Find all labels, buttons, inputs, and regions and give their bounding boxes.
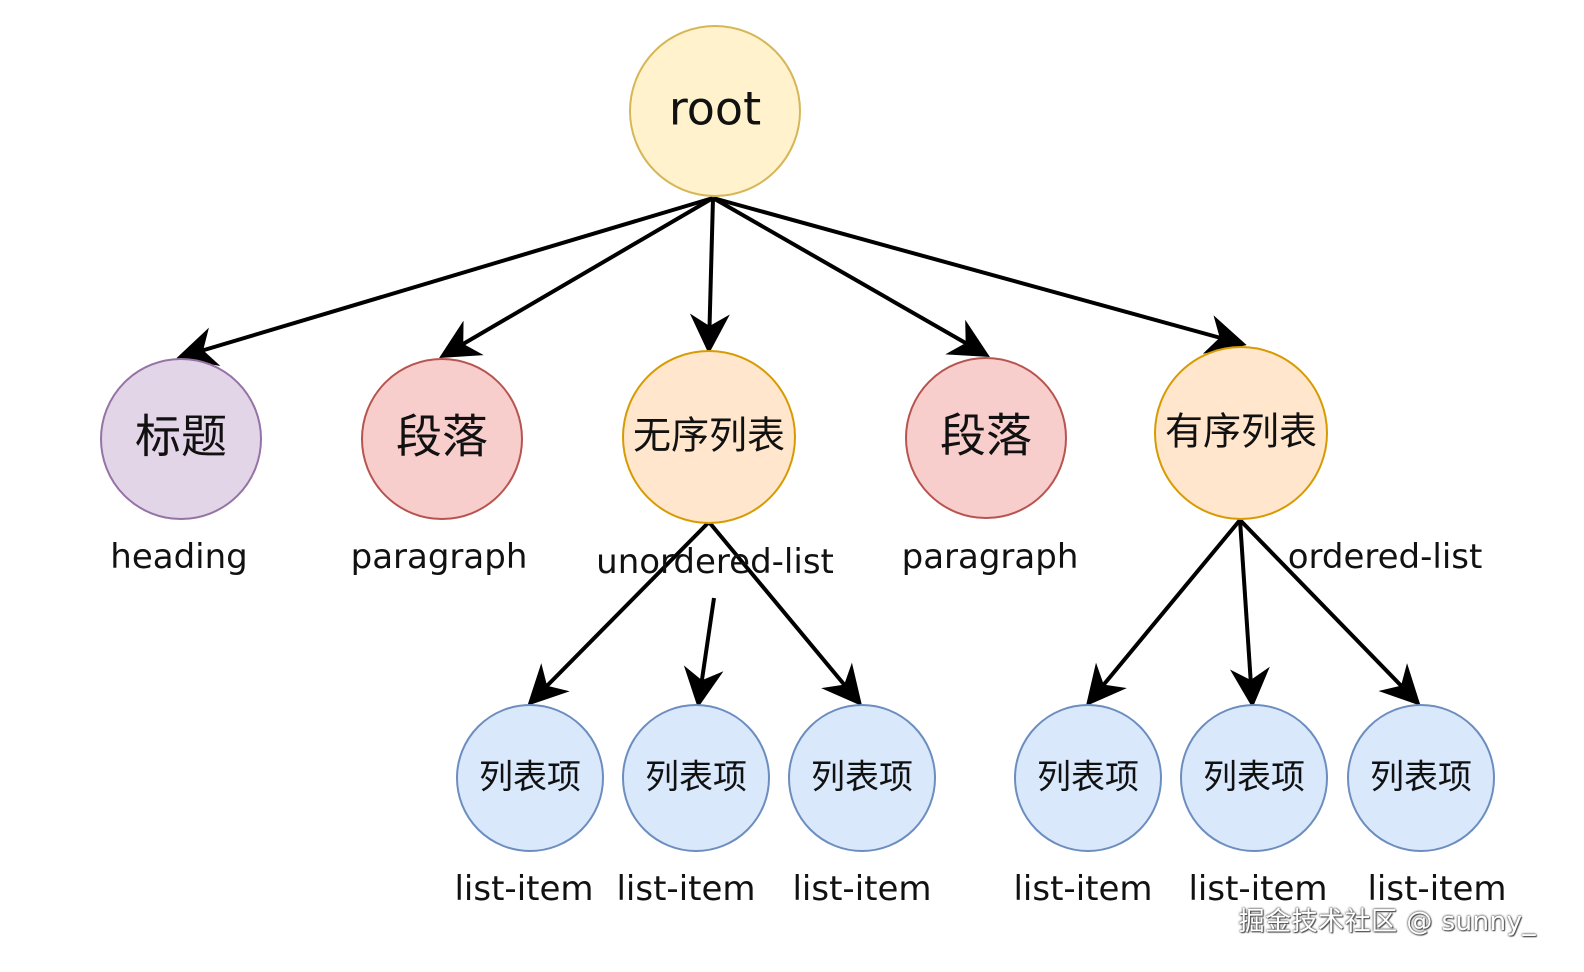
- node-root-circle: [629, 25, 801, 197]
- node-heading-circle: [100, 358, 262, 520]
- node-ul-item3: 列表项 list-item: [788, 704, 936, 909]
- node-heading: 标题 heading: [100, 358, 262, 577]
- node-ol-item2-circle: [1180, 704, 1328, 852]
- node-heading-caption: heading: [110, 537, 247, 577]
- edge-ul-item2: [683, 597, 724, 708]
- edge-ul-item3: [707, 520, 863, 707]
- node-ordered-list-circle: [1154, 346, 1328, 520]
- node-ol-item3-circle: [1347, 704, 1495, 852]
- node-unordered-list: 无序列表 unordered-list: [596, 350, 834, 582]
- node-unordered-list-caption: unordered-list: [596, 542, 834, 582]
- edge-ol-item3: [1238, 518, 1421, 706]
- node-ol-item1: 列表项 list-item: [1013, 704, 1162, 909]
- node-root-label: root: [669, 82, 761, 136]
- node-unordered-list-circle: [622, 350, 796, 524]
- node-ol-item1-caption: list-item: [1013, 869, 1152, 909]
- watermark: 掘金技术社区 @ sunny_: [1238, 907, 1536, 937]
- node-paragraph1-label: 段落: [396, 410, 488, 464]
- node-ul-item2-circle: [622, 704, 770, 852]
- node-heading-label: 标题: [135, 410, 227, 464]
- node-ol-item1-circle: [1014, 704, 1162, 852]
- node-ul-item3-circle: [788, 704, 936, 852]
- node-ul-item2-caption: list-item: [616, 869, 755, 909]
- node-paragraph1: 段落 paragraph: [351, 358, 528, 577]
- node-paragraph1-caption: paragraph: [351, 537, 528, 577]
- node-ul-item2: 列表项 list-item: [616, 704, 770, 909]
- node-ordered-list-caption: ordered-list: [1288, 537, 1483, 577]
- node-ol-item3: 列表项 list-item: [1347, 704, 1507, 909]
- node-paragraph2-circle: [905, 357, 1067, 519]
- node-paragraph2: 段落 paragraph: [902, 357, 1079, 577]
- node-root: root: [629, 25, 801, 197]
- edge-root-unordered-list: [689, 197, 730, 354]
- node-ol-item3-label: 列表项: [1370, 758, 1472, 798]
- node-ul-item3-label: 列表项: [811, 758, 913, 798]
- node-paragraph2-label: 段落: [940, 409, 1032, 463]
- edge-root-heading: [176, 196, 714, 367]
- node-ordered-list-label: 有序列表: [1165, 410, 1317, 454]
- node-paragraph1-circle: [361, 358, 523, 520]
- node-unordered-list-label: 无序列表: [633, 414, 785, 458]
- edge-root-paragraph1: [439, 196, 715, 359]
- edge-root-ordered-list: [712, 196, 1247, 354]
- edge-ol-item2: [1229, 519, 1270, 708]
- node-ul-item2-label: 列表项: [645, 758, 747, 798]
- node-ol-item2: 列表项 list-item: [1180, 704, 1328, 909]
- edge-root-paragraph2: [712, 196, 990, 357]
- edge-ul-item1: [527, 520, 711, 706]
- node-ul-item1: 列表项 list-item: [454, 704, 604, 909]
- node-ul-item1-circle: [456, 704, 604, 852]
- node-ol-item3-caption: list-item: [1367, 869, 1506, 909]
- node-ul-item1-caption: list-item: [454, 869, 593, 909]
- node-ol-item1-label: 列表项: [1037, 758, 1139, 798]
- node-ol-item2-label: 列表项: [1203, 758, 1305, 798]
- edge-ol-item1: [1085, 518, 1242, 707]
- edges: [176, 196, 1421, 708]
- node-ul-item1-label: 列表项: [479, 758, 581, 798]
- node-ordered-list: 有序列表 ordered-list: [1154, 346, 1483, 577]
- node-ul-item3-caption: list-item: [792, 869, 931, 909]
- node-ol-item2-caption: list-item: [1188, 869, 1327, 909]
- node-paragraph2-caption: paragraph: [902, 537, 1079, 577]
